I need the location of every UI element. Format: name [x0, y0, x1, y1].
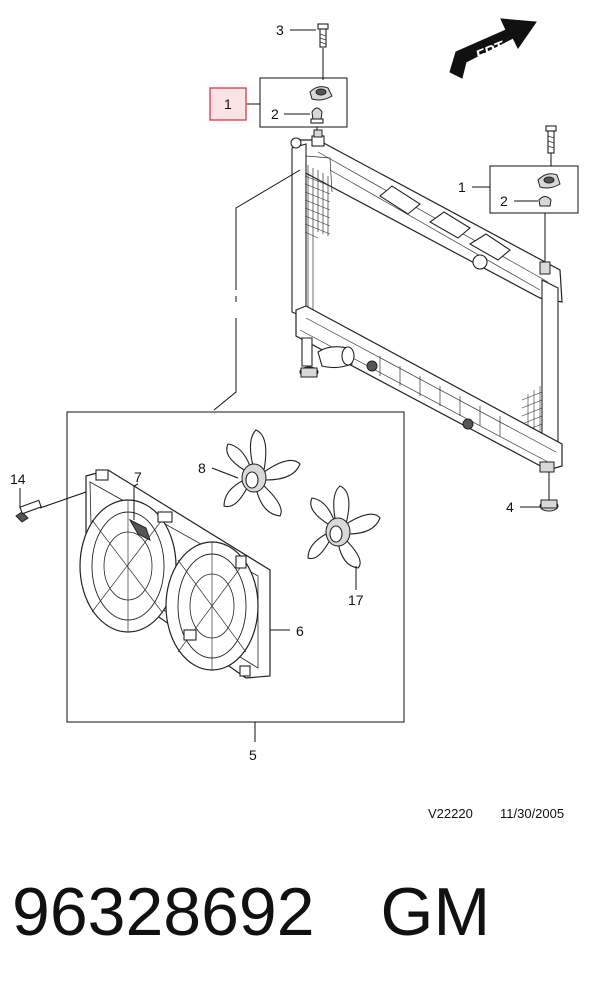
callout-3: 3 [276, 22, 284, 38]
brand-name: GM [380, 874, 491, 950]
shroud-bolt [15, 499, 42, 523]
callout-5: 5 [249, 747, 257, 763]
front-direction-arrow: FRT [449, 18, 537, 79]
lower-right-isolator [539, 499, 559, 512]
callout-2-upper: 2 [271, 106, 279, 122]
callout-17: 17 [348, 592, 364, 608]
lower-left-isolator [299, 366, 319, 378]
fan-connector [128, 486, 151, 541]
callout-2-right: 2 [500, 193, 508, 209]
upper-grommet [310, 107, 324, 124]
callout-1-highlighted: 1 [224, 96, 232, 112]
leader-shroud-joint [213, 318, 237, 411]
leader-8 [211, 467, 239, 479]
upper-bolt [317, 23, 329, 48]
callout-4: 4 [506, 499, 514, 515]
leader-7 [133, 483, 139, 487]
callout-1-right: 1 [458, 179, 466, 195]
callout-14: 14 [10, 471, 26, 487]
part-number: 96328692 [12, 874, 315, 950]
right-grommet [538, 196, 552, 207]
fan-blade-lower [307, 485, 381, 569]
fan-shroud [79, 469, 271, 679]
callout-7: 7 [134, 469, 142, 485]
highlight-box [209, 87, 247, 121]
upper-bracket-box [259, 77, 348, 128]
radiator-fin-hatch-left [304, 175, 331, 239]
part-number-caption: 96328692 GM [12, 872, 490, 952]
right-bolt [545, 125, 557, 154]
radiator [290, 129, 563, 473]
fan-blade-upper [223, 429, 301, 517]
right-bracket-box [489, 165, 579, 214]
callout-8: 8 [198, 460, 206, 476]
drawing-date: 11/30/2005 [500, 806, 564, 821]
right-mount-bracket [537, 173, 561, 189]
leader-14-to-shroud [39, 491, 87, 509]
upper-mount-bracket [309, 86, 333, 101]
leader-radiator-to-shroud [235, 169, 301, 290]
callout-6: 6 [296, 623, 304, 639]
drawing-code: V22220 [428, 806, 473, 821]
fan-module-box [66, 411, 405, 723]
